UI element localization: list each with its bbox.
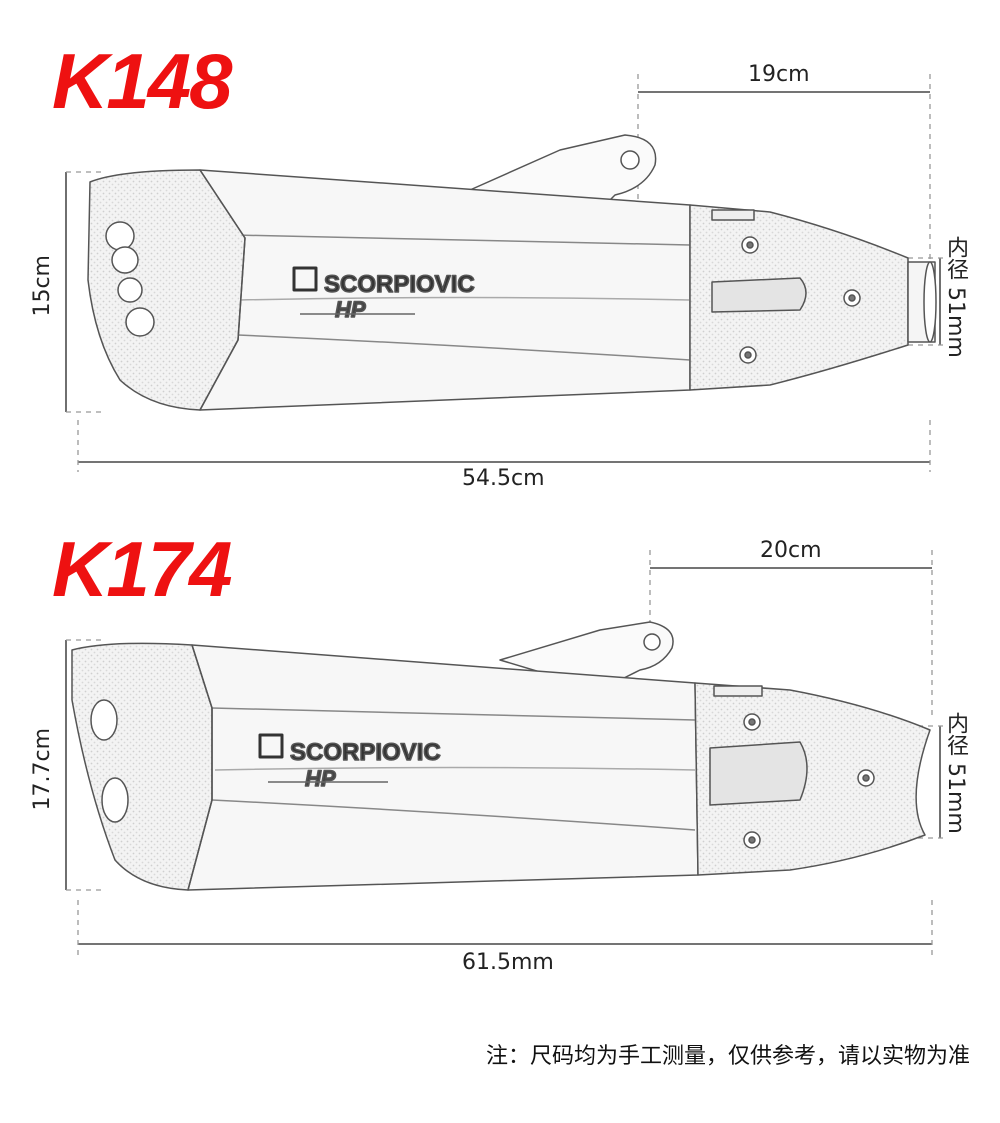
muffler-sketch-k148: SCORPIOVIC HP	[87, 134, 937, 411]
brand-logo-k148: SCORPIOVIC	[324, 271, 475, 298]
dim-outlet-length-k148: 19cm	[748, 62, 810, 87]
brand-logo-k174: SCORPIOVIC	[290, 739, 441, 766]
inlet-sleeve-k174	[694, 682, 931, 876]
mount-bracket-k174	[499, 621, 674, 681]
hp-badge-k148: HP	[335, 297, 366, 322]
measurement-note: 注：尺码均为手工测量，仅供参考，请以实物为准	[485, 1044, 970, 1069]
mount-bracket-k148	[469, 134, 657, 211]
muffler-sketch-k174: SCORPIOVIC HP	[71, 621, 931, 891]
dim-inner-diameter-k174: 内径 51mm	[943, 712, 968, 834]
hp-badge-k174: HP	[305, 766, 336, 791]
end-cap-k174	[71, 642, 213, 891]
model-title-k148: K148	[52, 37, 232, 125]
model-title-k174: K174	[52, 525, 232, 613]
dim-total-length-k148: 54.5cm	[462, 466, 545, 491]
dimension-lines-k148	[65, 74, 944, 472]
dim-outlet-length-k174: 20cm	[760, 538, 822, 563]
dim-total-length-k174: 61.5mm	[462, 950, 554, 975]
dim-inner-diameter-k148: 内径 51mm	[943, 236, 968, 358]
